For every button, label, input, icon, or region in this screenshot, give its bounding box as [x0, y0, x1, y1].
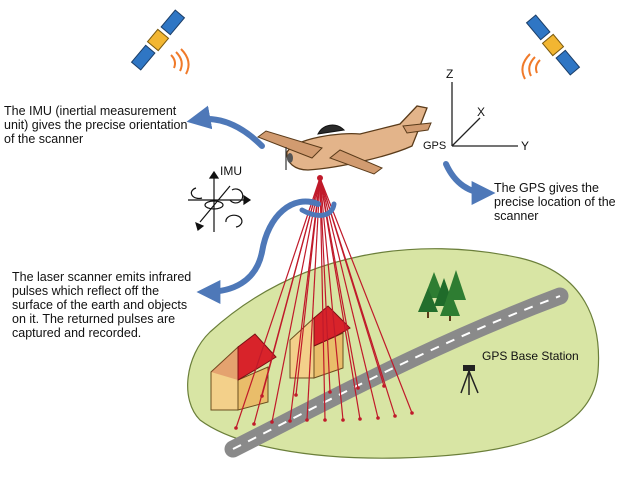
- axis-y-label: Y: [521, 139, 530, 153]
- imu-description: The IMU (inertial measurement unit) give…: [4, 104, 188, 146]
- laser-return-point: [393, 414, 397, 418]
- road-centerline: [232, 295, 561, 450]
- imu-label: IMU: [220, 164, 242, 178]
- laser-beam: [319, 177, 326, 421]
- laser-return-point: [294, 393, 298, 397]
- laser-arrow: [196, 198, 321, 304]
- laser-return-point: [382, 384, 386, 388]
- axis-z-label: Z: [446, 67, 454, 81]
- laser-return-point: [288, 419, 292, 423]
- gps-axes: [451, 82, 518, 147]
- laser-beam: [319, 177, 344, 421]
- laser-return-point: [341, 418, 345, 422]
- laser-return-point: [260, 394, 264, 398]
- imu-gyro-icon: [188, 170, 252, 232]
- trees: [418, 270, 466, 321]
- laser-return-point: [358, 417, 362, 421]
- laser-beam: [319, 177, 413, 414]
- laser-return-point: [234, 426, 238, 430]
- airplane: [256, 105, 432, 175]
- laser-return-point: [376, 416, 380, 420]
- gps-base-station-label: GPS Base Station: [482, 349, 579, 363]
- satellite-right: [521, 14, 581, 80]
- gps-arrow: [443, 161, 496, 205]
- laser-arrow-loop: [299, 201, 337, 218]
- laser-beam: [319, 177, 379, 419]
- ground: [187, 248, 600, 459]
- imu-arrow: [186, 105, 265, 149]
- laser-description: The laser scanner emits infrared pulses …: [12, 270, 192, 340]
- laser-return-point: [305, 418, 309, 422]
- satellite-left: [130, 9, 190, 75]
- gps-base-station-tripod: [460, 365, 479, 395]
- laser-beam: [306, 177, 321, 421]
- scanner-emitter: [317, 175, 323, 181]
- laser-beam: [235, 177, 321, 429]
- axis-x-label: X: [477, 105, 486, 119]
- laser-return-point: [323, 418, 327, 422]
- laser-return-point: [410, 411, 414, 415]
- laser-return-point: [356, 386, 360, 390]
- laser-return-point: [252, 422, 256, 426]
- laser-return-point: [270, 420, 274, 424]
- laser-beam: [271, 177, 321, 423]
- gps-description: The GPS gives the precise location of th…: [494, 181, 616, 223]
- laser-return-point: [328, 390, 332, 394]
- gps-label: GPS: [423, 140, 447, 152]
